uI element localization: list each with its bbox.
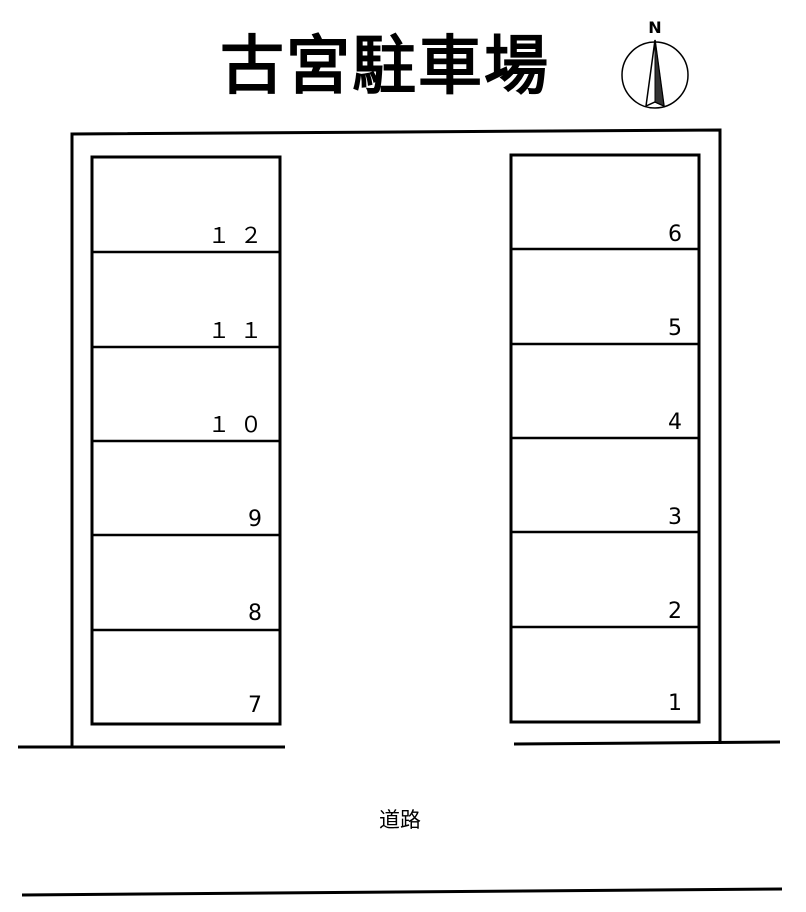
- lot-boundary: [70, 128, 722, 748]
- right-slot-dividers: [511, 247, 699, 629]
- slot-label-5: 5: [668, 316, 692, 341]
- slot-label-4: 4: [668, 410, 692, 435]
- slot-label-9: 9: [248, 507, 272, 532]
- slot-label-12: １２: [207, 224, 272, 249]
- slot-label-8: 8: [248, 601, 272, 626]
- page-title: 古宮駐車場: [220, 30, 550, 104]
- slot-label-1: 1: [668, 691, 692, 716]
- road-label: 道路: [379, 808, 421, 832]
- left-slot-dividers: [92, 250, 280, 632]
- compass-north-label: N: [648, 18, 662, 37]
- slot-label-2: 2: [668, 599, 692, 624]
- slot-label-6: 6: [668, 222, 692, 247]
- road-edge-upper-right: [513, 740, 781, 746]
- road-edge-lower: [21, 887, 783, 897]
- slot-label-10: １０: [207, 413, 272, 438]
- north-arrow-icon: [621, 39, 689, 109]
- slot-label-11: １１: [207, 319, 272, 344]
- slot-label-3: 3: [668, 505, 692, 530]
- slot-label-7: 7: [248, 693, 272, 718]
- compass: N: [618, 18, 692, 110]
